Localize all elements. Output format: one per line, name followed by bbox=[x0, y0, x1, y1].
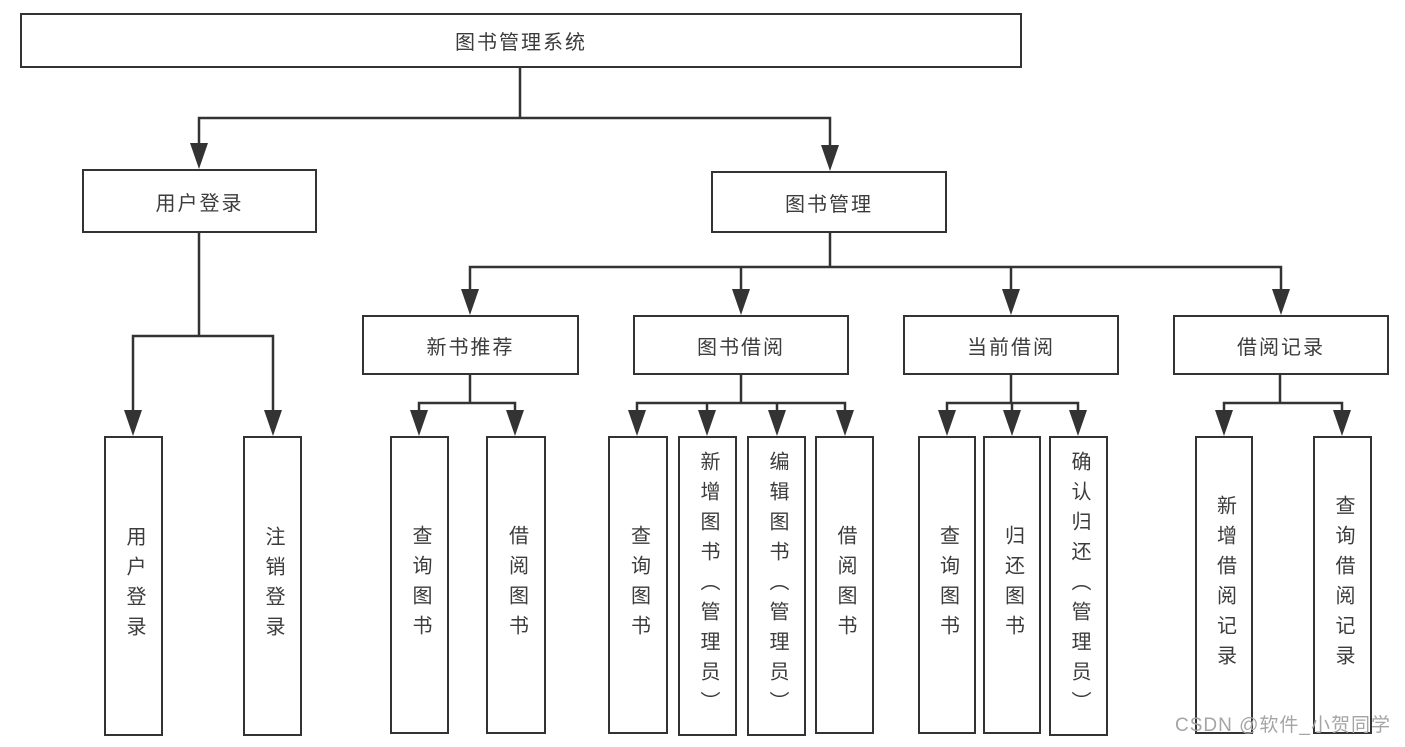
node-book-management-branch: 图书管理 bbox=[711, 171, 947, 233]
node-borrow-books: 借阅图书 bbox=[815, 436, 874, 734]
node-label: 用户登录 bbox=[155, 192, 244, 215]
node-book-borrowing: 图书借阅 bbox=[633, 315, 849, 375]
node-user-login-branch: 用户登录 bbox=[82, 169, 317, 233]
node-user-login: 用户登录 bbox=[104, 436, 163, 736]
node-query-books: 查询图书 bbox=[918, 436, 976, 734]
node-query-books: 查询图书 bbox=[608, 436, 668, 734]
node-label: 借阅记录 bbox=[1237, 336, 1325, 359]
node-label: 编辑图书（管理员） bbox=[766, 451, 788, 721]
node-label: 查询图书 bbox=[627, 525, 650, 645]
node-label: 当前借阅 bbox=[967, 336, 1055, 359]
node-label: 归还图书 bbox=[1001, 525, 1024, 645]
node-label: 图书管理系统 bbox=[455, 32, 587, 54]
node-query-books: 查询图书 bbox=[390, 436, 449, 734]
node-label: 注销登录 bbox=[262, 526, 284, 646]
node-add-borrow-record: 新增借阅记录 bbox=[1195, 436, 1253, 734]
node-label: 新增图书（管理员） bbox=[697, 451, 719, 721]
node-current-borrowing: 当前借阅 bbox=[903, 315, 1119, 375]
node-new-book-recommendation: 新书推荐 bbox=[362, 315, 579, 375]
node-library-management-system: 图书管理系统 bbox=[20, 13, 1022, 68]
node-return-book: 归还图书 bbox=[983, 436, 1041, 734]
node-borrow-books: 借阅图书 bbox=[486, 436, 546, 734]
node-label: 查询图书 bbox=[936, 525, 959, 645]
node-label: 新增借阅记录 bbox=[1213, 495, 1236, 675]
node-label: 新书推荐 bbox=[426, 336, 515, 359]
node-label: 借阅图书 bbox=[834, 525, 856, 645]
node-label: 确认归还（管理员） bbox=[1068, 451, 1090, 721]
node-query-borrow-record: 查询借阅记录 bbox=[1313, 436, 1372, 734]
node-add-book-admin: 新增图书（管理员） bbox=[678, 436, 737, 736]
node-label: 图书管理 bbox=[785, 193, 873, 216]
node-confirm-return-admin: 确认归还（管理员） bbox=[1049, 436, 1108, 736]
node-label: 图书借阅 bbox=[697, 336, 785, 359]
node-label: 借阅图书 bbox=[505, 525, 528, 645]
node-label: 查询图书 bbox=[409, 525, 431, 645]
node-edit-book-admin: 编辑图书（管理员） bbox=[747, 436, 806, 736]
node-label: 查询借阅记录 bbox=[1332, 495, 1354, 675]
csdn-watermark: CSDN @软件_小贺同学 bbox=[1175, 715, 1391, 736]
node-borrowing-records: 借阅记录 bbox=[1173, 315, 1389, 375]
node-logout: 注销登录 bbox=[243, 436, 302, 736]
node-label: 用户登录 bbox=[123, 526, 145, 646]
